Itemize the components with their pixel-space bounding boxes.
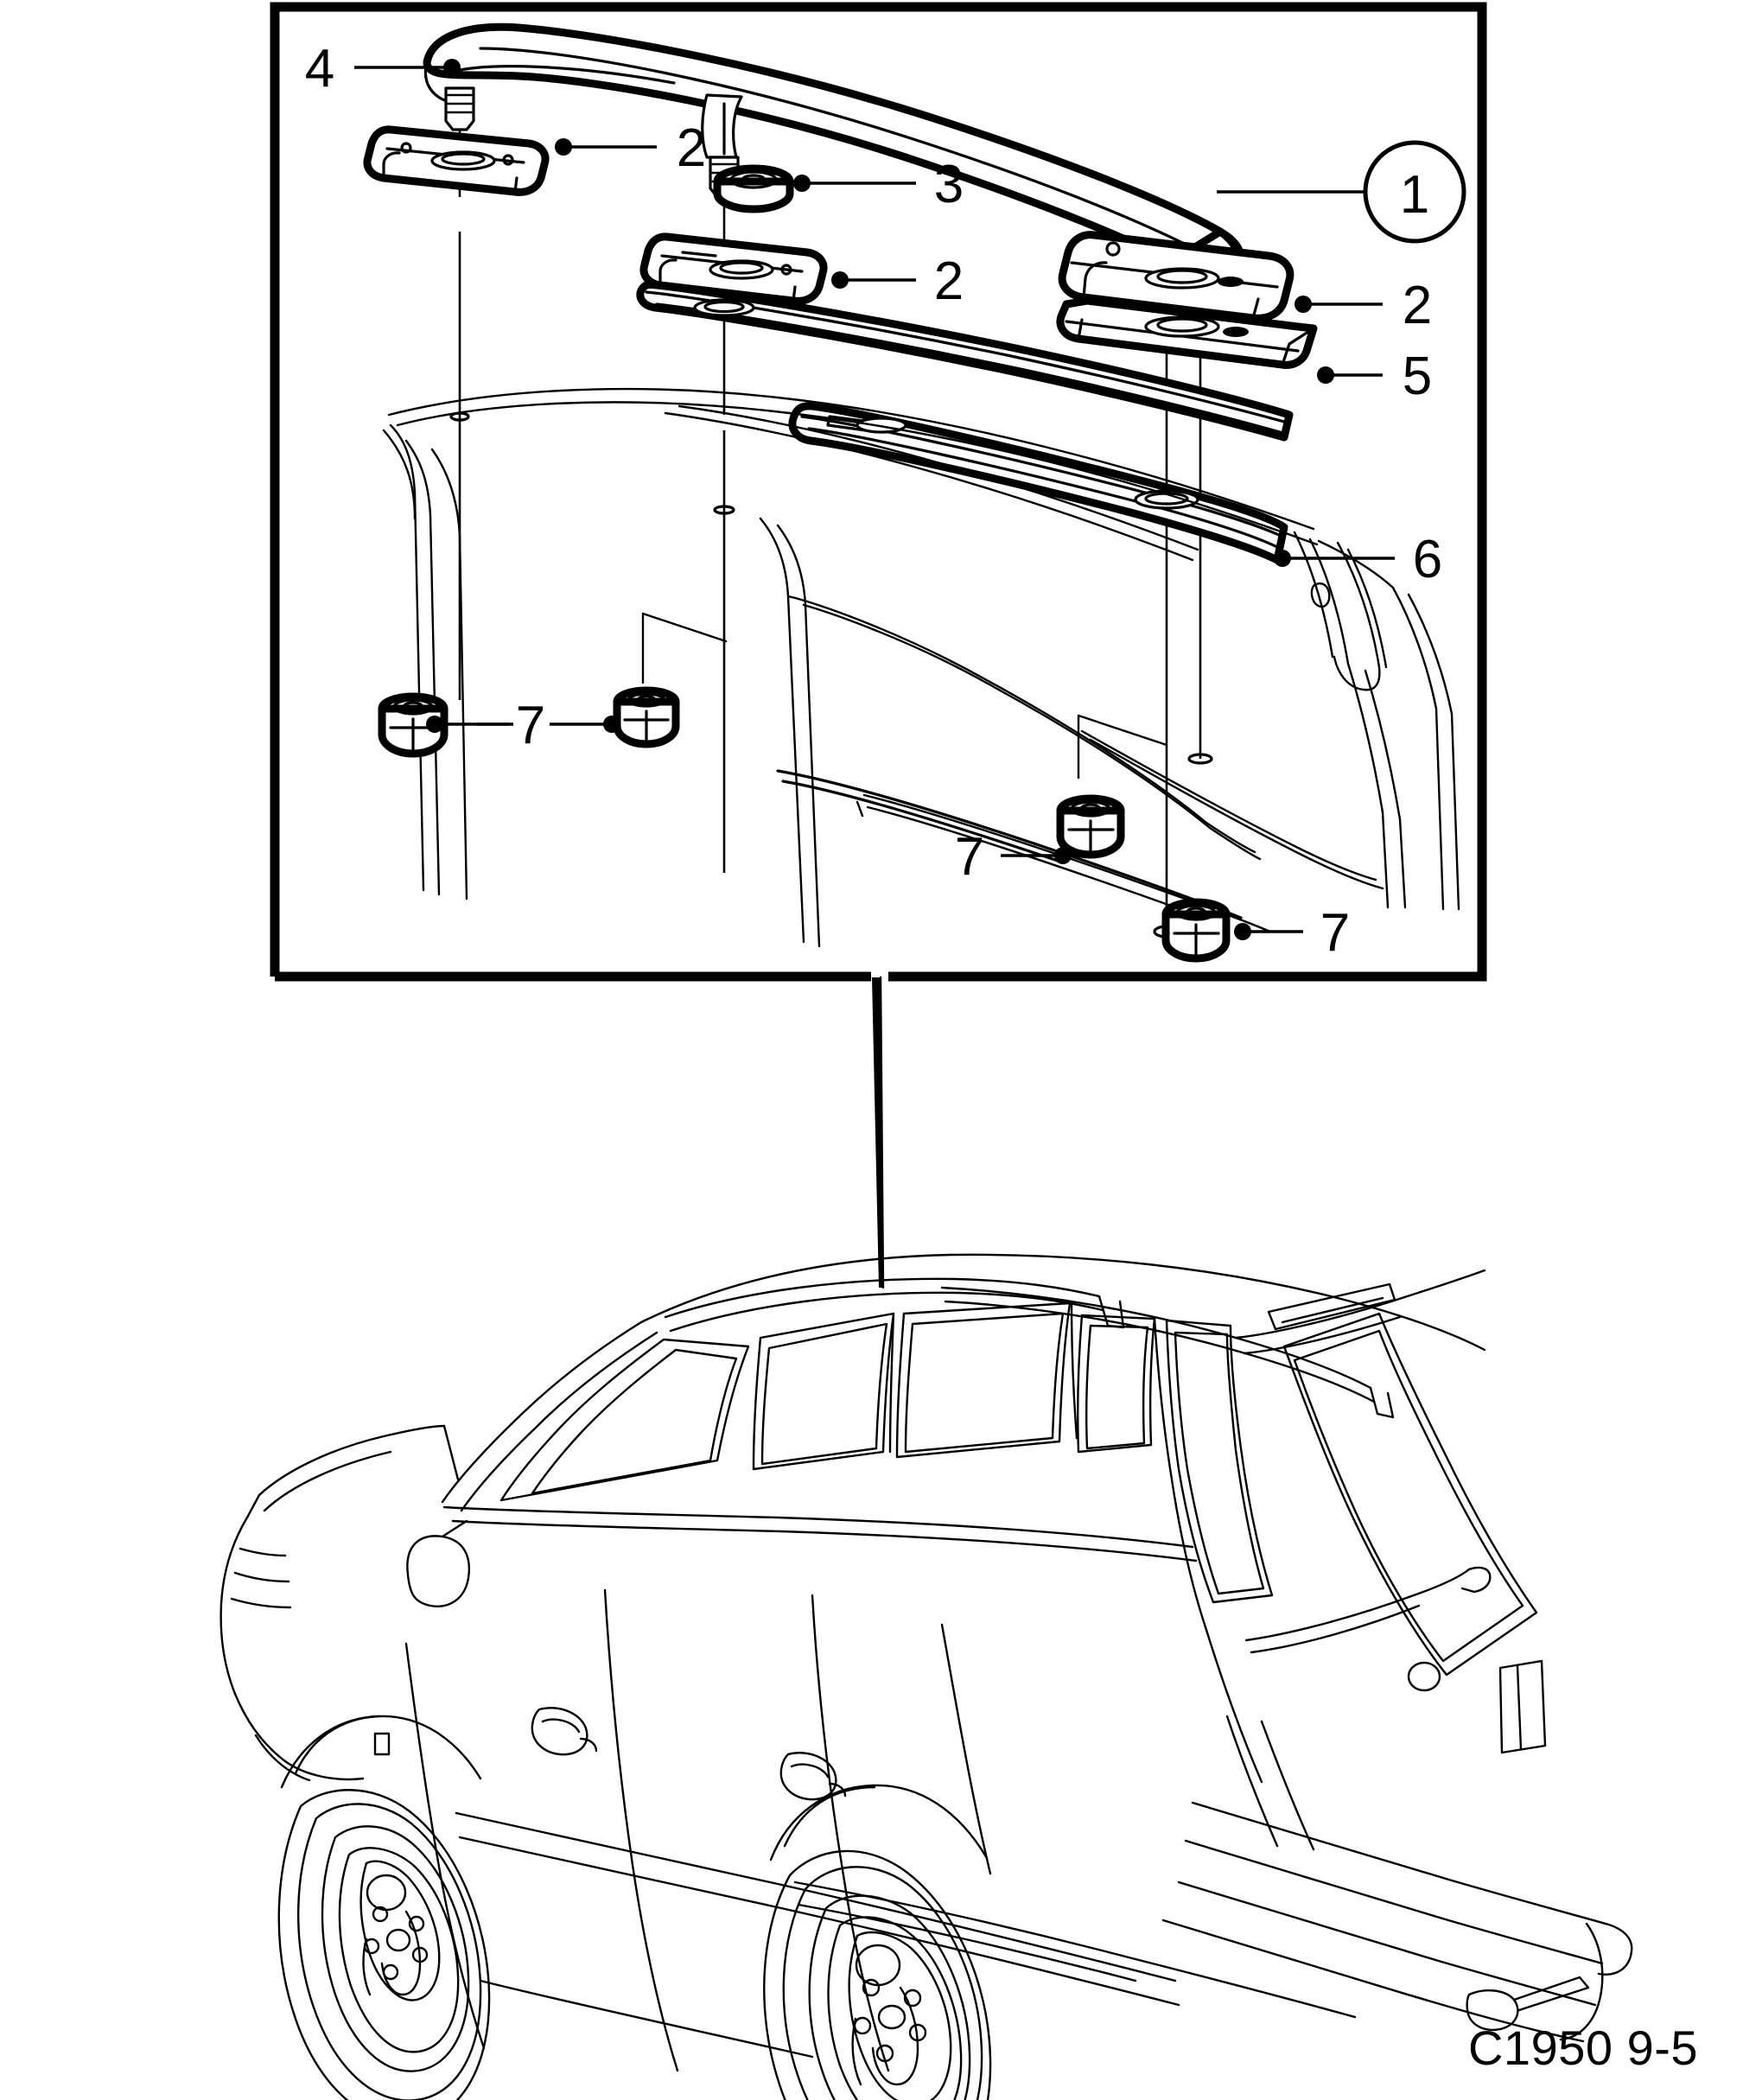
callout-5[interactable]: 5 xyxy=(1317,347,1432,406)
callout-1-circle xyxy=(1363,140,1466,244)
part-mounting-pad-front xyxy=(363,125,550,196)
callout-7-left-pair[interactable]: 7 xyxy=(426,696,620,755)
callout-7-middle-label: 7 xyxy=(955,827,984,887)
callout-3-label: 3 xyxy=(934,155,964,214)
callout-7-lower-right[interactable]: 7 xyxy=(1234,903,1350,963)
callout-2-middle-dot xyxy=(831,271,849,289)
part-long-gasket-strip xyxy=(636,280,1294,442)
part-nut-4 xyxy=(1161,898,1231,963)
callout-3-dot xyxy=(793,175,811,192)
part-reinforcement-plate xyxy=(1056,296,1318,369)
callout-7c-dot xyxy=(1054,847,1072,864)
callout-2-front-dot xyxy=(555,138,572,156)
callout-1-label: 1 xyxy=(1400,165,1429,225)
callout-5-label: 5 xyxy=(1403,347,1432,406)
callout-3[interactable]: 3 xyxy=(793,155,964,214)
part-nut-1 xyxy=(378,692,448,758)
part-nut-3 xyxy=(1056,794,1125,859)
exploded-assembly xyxy=(363,22,1460,963)
callout-2-middle-label: 2 xyxy=(934,251,964,311)
callout-2-rear-dot xyxy=(1295,296,1312,313)
callout-4-dot xyxy=(443,59,461,76)
part-mounting-pad-middle xyxy=(639,232,828,305)
rear-wheel xyxy=(763,1849,992,2100)
callout-7b-dot xyxy=(603,716,620,733)
callout-7-middle[interactable]: 7 xyxy=(955,827,1072,887)
part-nut-2 xyxy=(613,686,680,748)
callout-7d-dot xyxy=(1234,923,1251,940)
callout-6-dot xyxy=(1274,550,1291,567)
assembly-axis-lines xyxy=(458,130,1202,932)
callout-7-lower-right-label: 7 xyxy=(1320,903,1350,963)
callout-4-label: 4 xyxy=(305,39,334,99)
panel-to-vehicle-pointer xyxy=(872,976,885,1289)
callout-5-dot xyxy=(1317,366,1334,384)
callout-2-front-label: 2 xyxy=(677,118,706,178)
stud-front-left xyxy=(444,86,475,131)
front-wheel xyxy=(277,1789,491,2100)
callout-4[interactable]: 4 xyxy=(305,39,461,99)
callout-1-circled[interactable]: 1 xyxy=(1217,140,1466,244)
callout-2-rear-label: 2 xyxy=(1403,276,1432,335)
detail-panel-frame xyxy=(270,2,1487,982)
callout-layer: 4 2 3 2 xyxy=(305,39,1466,963)
callout-6[interactable]: 6 xyxy=(1274,530,1442,589)
callout-7-left-label: 7 xyxy=(516,696,545,755)
callout-2-front[interactable]: 2 xyxy=(555,118,706,178)
part-spacer-washer xyxy=(713,164,794,213)
vehicle-roof-section xyxy=(382,387,1460,948)
vehicle-overview-drawing xyxy=(219,1253,1633,2100)
callout-2-middle[interactable]: 2 xyxy=(831,251,964,311)
figure-code: C1950 9-5 xyxy=(1467,2020,1698,2075)
callout-6-label: 6 xyxy=(1413,530,1442,589)
callout-2-rear[interactable]: 2 xyxy=(1295,276,1432,335)
part-roof-rail-trim-strip xyxy=(788,402,1288,564)
